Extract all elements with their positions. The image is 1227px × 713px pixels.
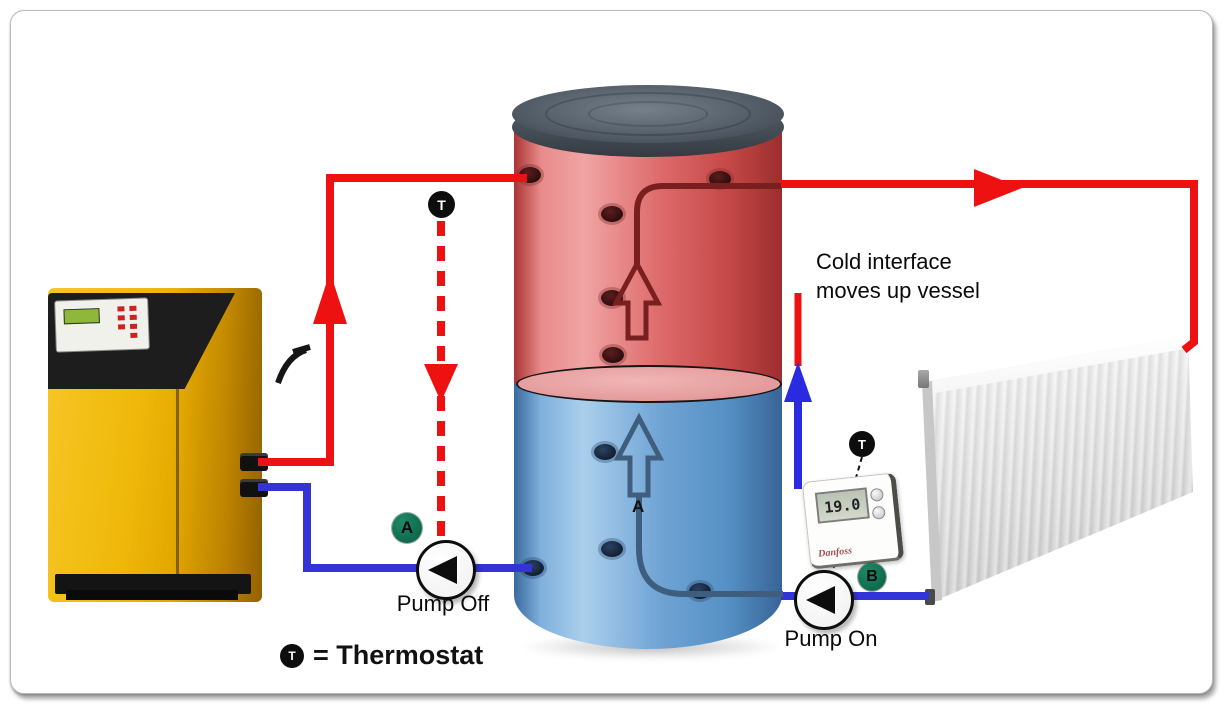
boiler-hot-outlet <box>240 453 268 471</box>
boiler-door-handle <box>275 344 311 384</box>
pump-off <box>416 540 476 600</box>
hot-flow-arrow-up <box>313 272 347 324</box>
thermostat-lcd: 19.0 <box>814 487 870 524</box>
internal-hot-draw-line <box>634 183 781 264</box>
legend: T = Thermostat <box>280 640 483 671</box>
cold-interface-line2: moves up vessel <box>816 278 980 303</box>
vessel-port <box>594 444 616 460</box>
control-arrow-down <box>424 364 458 402</box>
thermostat-reading: 19.0 <box>823 494 862 517</box>
radiator <box>915 330 1200 608</box>
point-b-badge: B <box>858 563 886 591</box>
thermostat-badge-letter: T <box>437 196 446 213</box>
hot-flow-arrow-right <box>974 169 1022 207</box>
boiler-base <box>55 574 251 594</box>
legend-thermostat-badge: T <box>280 643 304 668</box>
pump-impeller-icon <box>806 586 835 614</box>
pump-impeller-icon <box>428 556 457 584</box>
boiler <box>48 288 268 602</box>
vessel-port <box>601 206 623 222</box>
internal-cold-return-line <box>636 497 783 597</box>
legend-badge-letter: T <box>288 648 296 663</box>
thermostat-brand: Danfoss <box>817 545 853 560</box>
thermostat-down-button <box>871 505 886 520</box>
point-a-letter: A <box>400 518 414 537</box>
thermostat-badge-right: T <box>849 431 875 457</box>
hot-rise-hollow-arrow <box>611 258 663 341</box>
vessel-port <box>602 347 624 363</box>
interface-indicator-arrow-up <box>784 362 812 402</box>
thermostat-up-button <box>869 487 885 503</box>
room-thermostat-device: 19.0 Danfoss <box>801 472 905 570</box>
pump-off-label: Pump Off <box>396 591 490 616</box>
thermostat-badge-letter: T <box>858 436 866 452</box>
pump-on <box>794 570 854 630</box>
thermostat-badge-top: T <box>428 191 455 218</box>
vessel-thermal-interface <box>516 365 782 403</box>
pump-on-label: Pump On <box>784 626 878 651</box>
vessel-cold-section <box>514 383 782 649</box>
boiler-base-foot <box>66 590 238 600</box>
cold-interface-line1: Cold interface <box>816 249 952 274</box>
vessel-lid <box>512 85 784 143</box>
lid-ring-outer <box>544 91 752 137</box>
boiler-door-seam <box>176 389 179 587</box>
radiator-valve-top <box>918 370 929 388</box>
vessel-port <box>601 541 623 557</box>
legend-text: = Thermostat <box>313 640 484 670</box>
lid-ring-inner <box>588 101 708 127</box>
cold-interface-annotation: Cold interface moves up vessel <box>816 247 980 305</box>
cold-rise-hollow-arrow <box>613 412 665 498</box>
radiator-valve-bottom <box>925 589 935 605</box>
vessel-flow-label: A <box>632 497 645 516</box>
point-b-letter: B <box>866 568 878 585</box>
hot-pipe-boiler-to-vessel <box>258 174 527 466</box>
point-a-badge: A <box>392 513 422 543</box>
